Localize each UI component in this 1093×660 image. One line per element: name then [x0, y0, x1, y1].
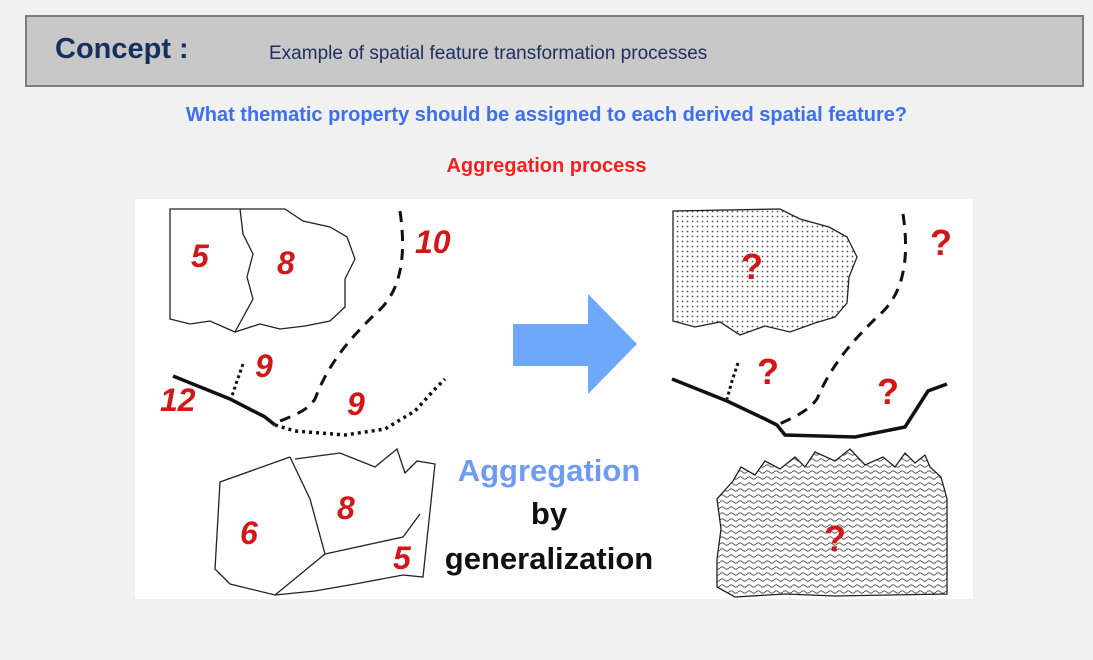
- left-bottom-divider-a: [274, 456, 326, 596]
- right-value-dashed: ?: [930, 222, 952, 263]
- left-value-8b: 8: [337, 490, 355, 526]
- right-dotted-branch: [725, 362, 740, 400]
- caption-aggregation: Aggregation: [458, 453, 641, 488]
- concept-header: Concept : Example of spatial feature tra…: [25, 15, 1084, 87]
- right-dashed-line: [776, 213, 908, 427]
- left-value-12: 12: [160, 382, 196, 418]
- aggregation-arrow: [513, 294, 637, 394]
- question-text: What thematic property should be assigne…: [185, 104, 908, 126]
- left-top-divider: [234, 208, 254, 333]
- concept-description: Example of spatial feature transformatio…: [269, 43, 708, 64]
- caption-by: by: [531, 496, 568, 531]
- concept-label: Concept :: [55, 33, 189, 65]
- left-dotted-branch: [229, 363, 245, 400]
- right-value-dotted: ?: [757, 351, 779, 392]
- aggregation-diagram: 5 8 10 9 12 9 6 8 5 Aggregation by gener…: [160, 208, 952, 598]
- left-dashed-line: [274, 210, 405, 425]
- left-value-6: 6: [240, 515, 258, 551]
- process-title: Aggregation process: [446, 155, 647, 177]
- left-value-8a: 8: [277, 245, 295, 281]
- right-value-merged-line: ?: [877, 371, 899, 412]
- left-top-outline: [169, 208, 356, 333]
- left-value-9a: 9: [255, 348, 273, 384]
- left-value-9b: 9: [347, 386, 365, 422]
- right-value-merged-top: ?: [741, 246, 763, 287]
- aggregation-figure: 5 8 10 9 12 9 6 8 5 Aggregation by gener…: [135, 199, 973, 599]
- right-merged-top-polygon: [672, 208, 858, 336]
- left-dotted-curve: [274, 377, 447, 437]
- left-value-5b: 5: [393, 540, 412, 576]
- left-solid-line: [172, 374, 277, 427]
- left-value-5a: 5: [191, 238, 210, 274]
- right-merged-line: [671, 377, 948, 439]
- right-merged-bottom-polygon: [716, 448, 948, 598]
- caption-generalization: generalization: [445, 541, 653, 576]
- left-value-10: 10: [415, 224, 451, 260]
- left-bottom-divider-b: [324, 513, 421, 555]
- left-bottom-outline: [214, 447, 436, 596]
- right-value-merged-bottom: ?: [824, 518, 846, 559]
